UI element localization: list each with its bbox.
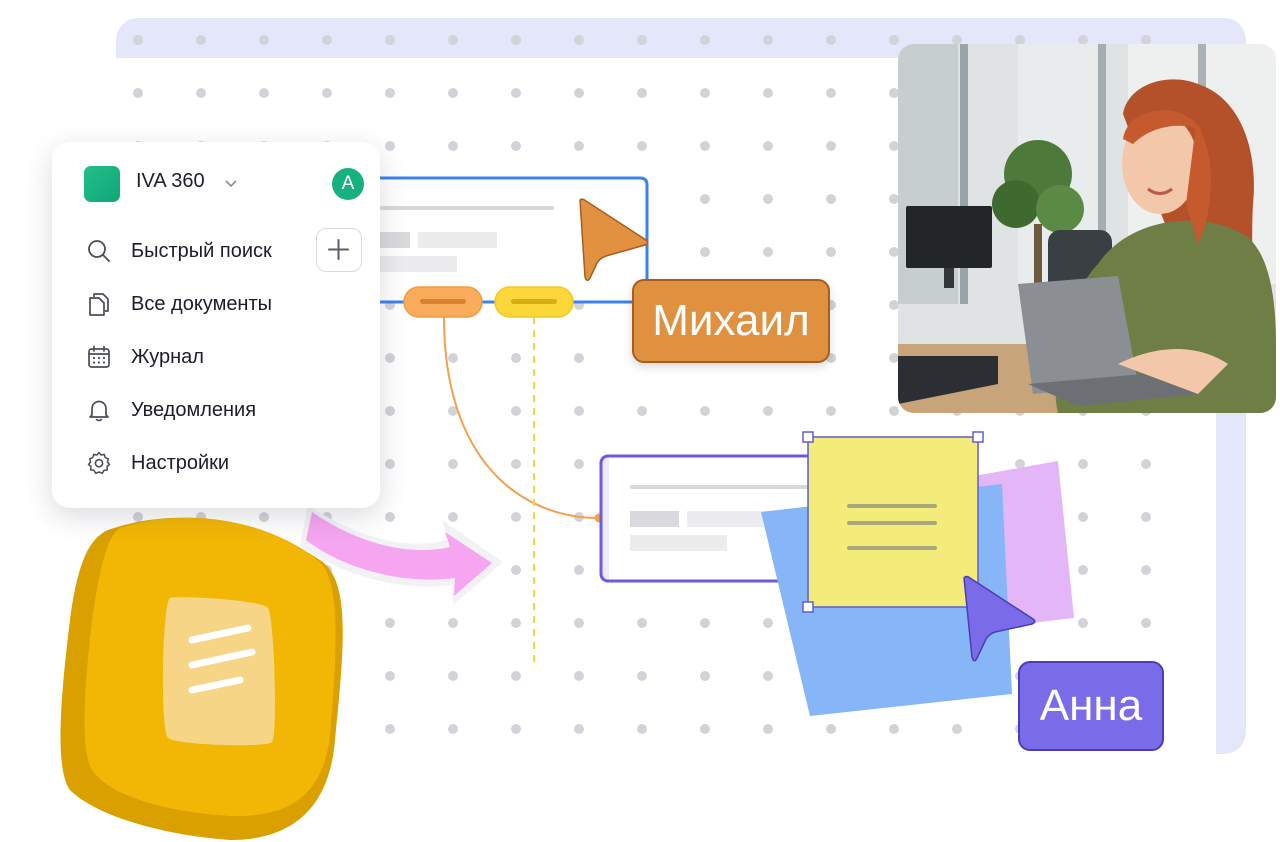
collaborator-tag-mikhail: Михаил	[632, 279, 830, 363]
calendar-icon	[88, 345, 110, 368]
cursor-anna-icon	[963, 575, 1036, 662]
menu-item-journal[interactable]: Журнал	[86, 342, 316, 372]
add-button[interactable]	[316, 228, 362, 272]
workspace-name[interactable]: IVA 360	[136, 170, 205, 192]
connector-tag-orange[interactable]	[403, 286, 483, 318]
menu-item-label: Журнал	[131, 346, 204, 368]
sticky-note-yellow[interactable]	[802, 431, 984, 613]
menu-item-notifications[interactable]: Уведомления	[86, 395, 316, 425]
menu-item-label: Настройки	[131, 452, 230, 474]
menu-item-label: Уведомления	[131, 399, 257, 421]
menu-item-settings[interactable]: Настройки	[86, 448, 316, 478]
menu-item-label: Быстрый поиск	[131, 240, 272, 262]
menu-item-quick-search[interactable]: Быстрый поиск	[86, 236, 316, 266]
menu-item-label: Все документы	[131, 293, 273, 315]
workspace-logo-icon	[84, 166, 120, 202]
avatar[interactable]: A	[332, 168, 364, 200]
arrow-shape[interactable]	[300, 505, 503, 605]
documents-icon	[89, 293, 109, 316]
user-photo	[898, 44, 1276, 413]
workspace-sidebar: IVA 360 A Быстрый поиск Все документы Жу…	[52, 142, 380, 508]
notes-app-3d-icon	[60, 517, 343, 840]
gear-icon	[87, 451, 111, 475]
bell-icon	[89, 400, 109, 422]
connector-curve	[443, 316, 600, 519]
plus-icon	[328, 239, 349, 260]
collaborator-tag-anna: Анна	[1018, 661, 1164, 751]
menu-item-all-documents[interactable]: Все документы	[86, 289, 316, 319]
connector-tag-yellow[interactable]	[494, 286, 574, 318]
cursor-mikhail-icon	[579, 198, 649, 281]
search-icon	[88, 240, 110, 262]
chevron-down-icon[interactable]	[224, 176, 238, 190]
document-frame-top[interactable]	[340, 176, 649, 304]
